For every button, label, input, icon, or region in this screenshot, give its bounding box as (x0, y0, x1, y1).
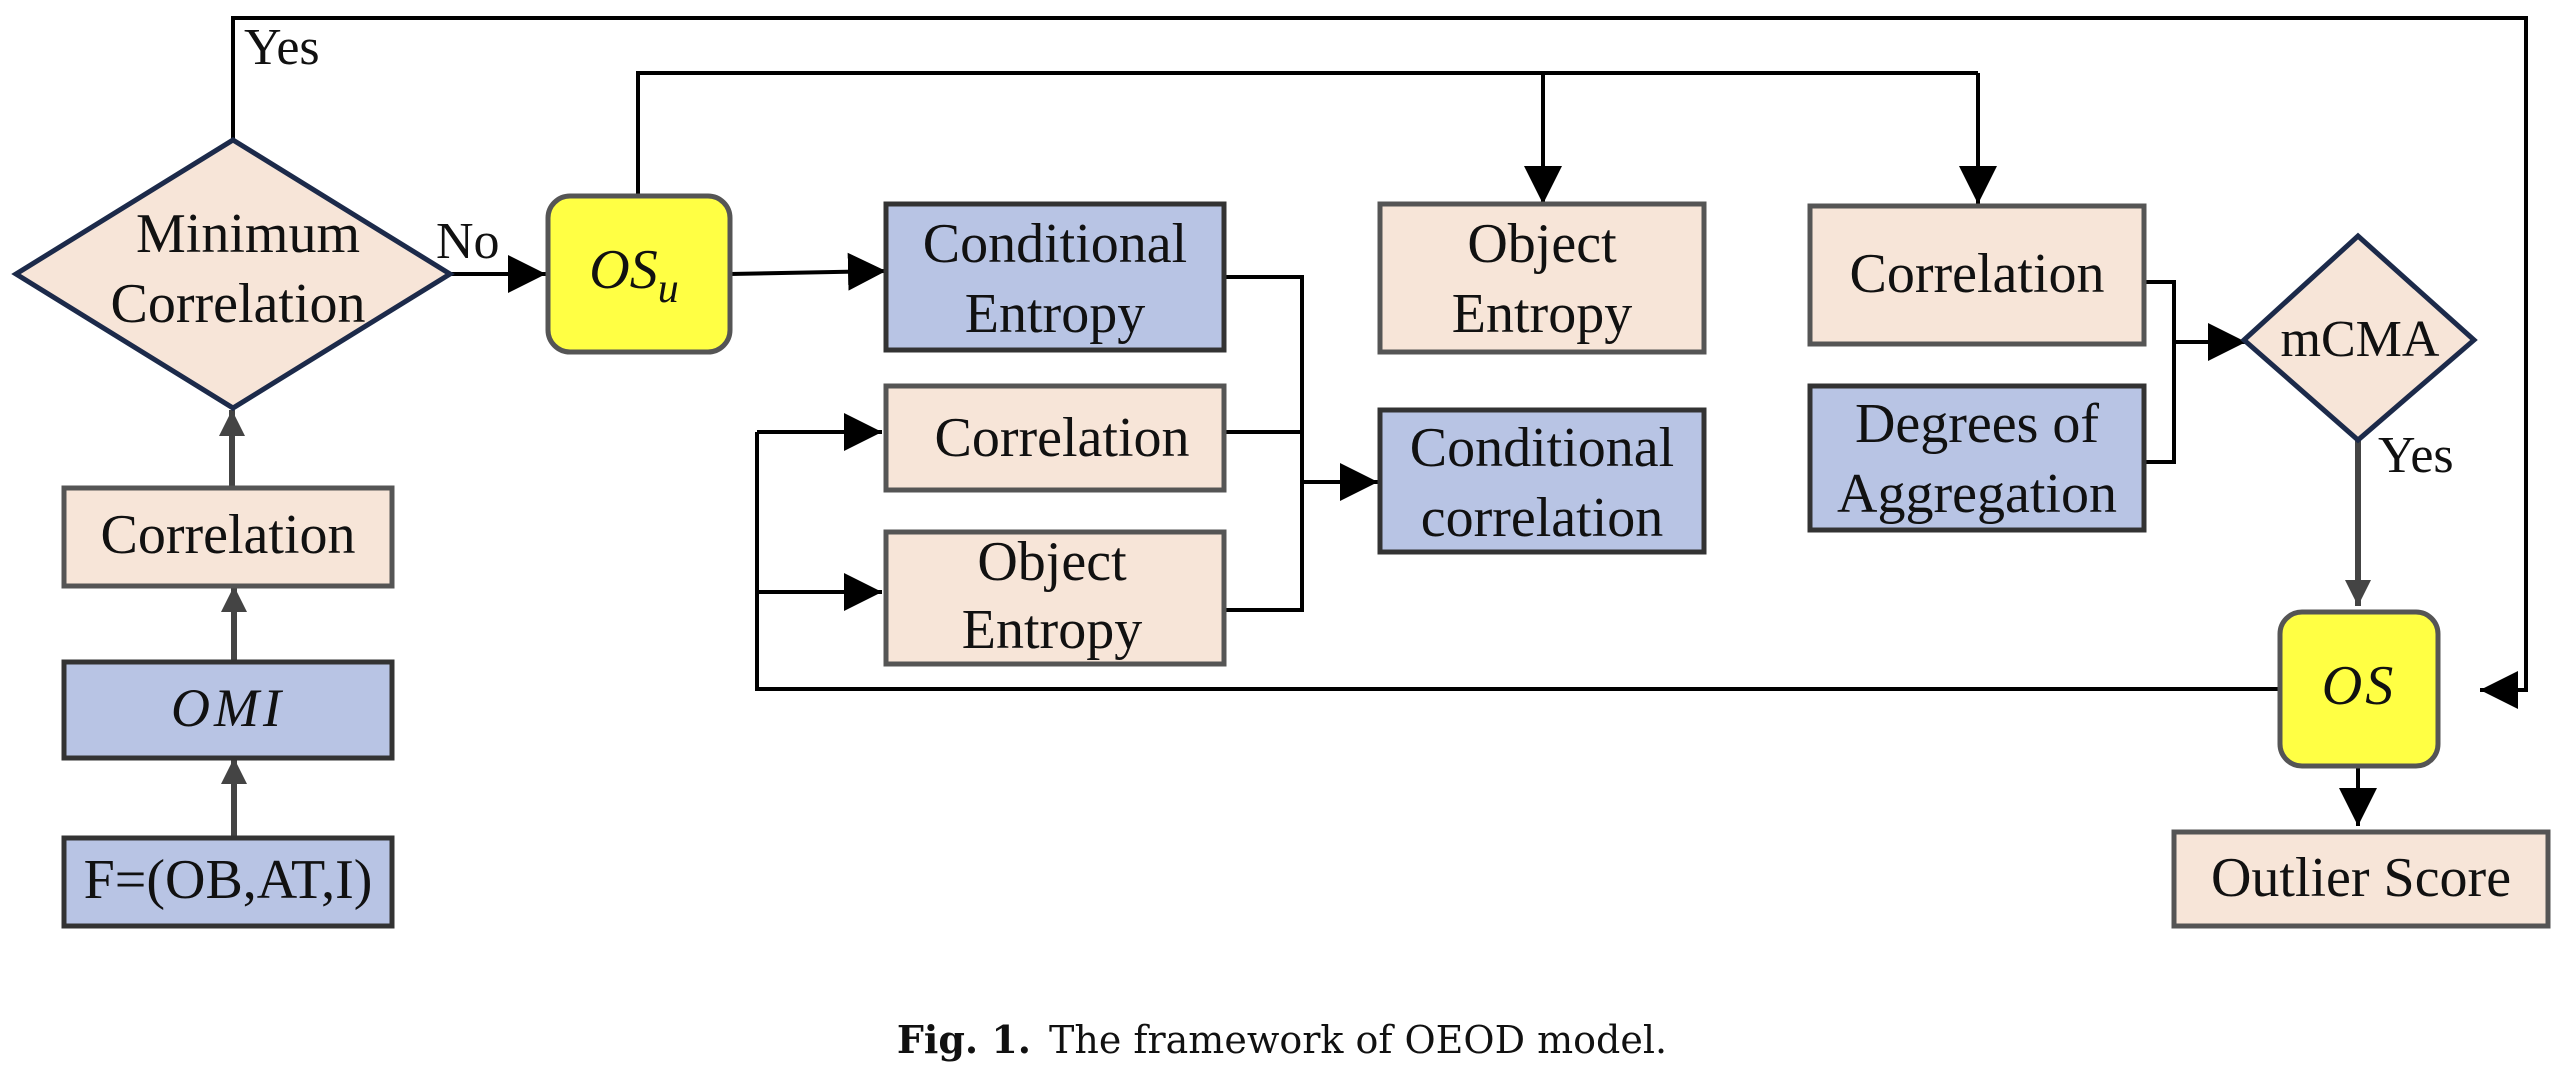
node-os-label: OS (2322, 655, 2396, 717)
caption-text: The framework of OEOD model. (1049, 1018, 1667, 1062)
node-os: OS (2277, 609, 2441, 769)
node-cond-entropy-line1: Conditional (923, 213, 1187, 275)
node-obj-entropy-mid-line1: Object (977, 531, 1127, 593)
edge-osu-top-bus (636, 71, 1978, 196)
node-osu-label: OSu (589, 239, 678, 312)
edge-osu-to-cond-entropy (729, 252, 887, 291)
node-outlier-score: Outlier Score (2171, 829, 2551, 929)
figure-caption: Fig. 1. The framework of OEOD model. (897, 1017, 1667, 1062)
node-osu: OSu (545, 193, 733, 355)
node-cond-correlation-line2: correlation (1421, 487, 1664, 549)
node-f-input-label: F=(OB,AT,I) (84, 849, 373, 911)
node-mcma-label: mCMA (2281, 311, 2440, 368)
node-cond-correlation-line1: Conditional (1410, 417, 1674, 479)
edge-correlation-right-merge (2144, 280, 2176, 464)
node-correlation-left-label: Correlation (100, 504, 355, 566)
node-degrees-aggregation: Degrees of Aggregation (1807, 383, 2147, 533)
node-correlation-mid: Correlation (883, 383, 1227, 493)
node-obj-entropy-top: Object Entropy (1377, 201, 1707, 355)
node-cond-entropy-line2: Entropy (965, 283, 1145, 345)
label-yes-right: Yes (2378, 427, 2454, 484)
caption-fig-number: Fig. 1. (897, 1017, 1031, 1062)
node-correlation-right: Correlation (1807, 203, 2147, 347)
label-yes-top: Yes (244, 19, 320, 76)
node-degrees-aggregation-line2: Aggregation (1837, 463, 2117, 525)
node-osu-main: OS (589, 239, 657, 301)
node-outlier-score-label: Outlier Score (2211, 847, 2511, 909)
node-obj-entropy-mid-line2: Entropy (962, 599, 1142, 661)
label-no: No (436, 213, 500, 270)
node-f-input: F=(OB,AT,I) (61, 835, 395, 929)
node-correlation-right-label: Correlation (1849, 243, 2104, 305)
connectors (219, 16, 2528, 838)
node-omi: OMI (61, 659, 395, 761)
node-min-correlation-line1: Minimum (136, 203, 360, 265)
node-obj-entropy-mid: Object Entropy (883, 529, 1227, 667)
node-cond-correlation: Conditional correlation (1377, 407, 1707, 555)
node-degrees-aggregation-line1: Degrees of (1855, 393, 2099, 455)
node-correlation-left: Correlation (61, 485, 395, 589)
node-omi-label: OMI (171, 678, 285, 738)
node-cond-entropy: Conditional Entropy (883, 201, 1227, 353)
edge-os-back-loop (755, 432, 2280, 691)
node-correlation-mid-label: Correlation (934, 407, 1189, 469)
node-obj-entropy-top-line2: Entropy (1452, 283, 1632, 345)
edge-yes-loop-to-os (231, 16, 2528, 709)
node-obj-entropy-top-line1: Object (1467, 213, 1617, 275)
node-min-correlation-line2: Correlation (110, 273, 365, 335)
node-osu-sub: u (658, 266, 679, 312)
edge-cond-entropy-merge (1224, 275, 1304, 612)
node-min-correlation: Minimum Correlation (11, 137, 455, 411)
node-mcma: mCMA (2240, 232, 2478, 444)
